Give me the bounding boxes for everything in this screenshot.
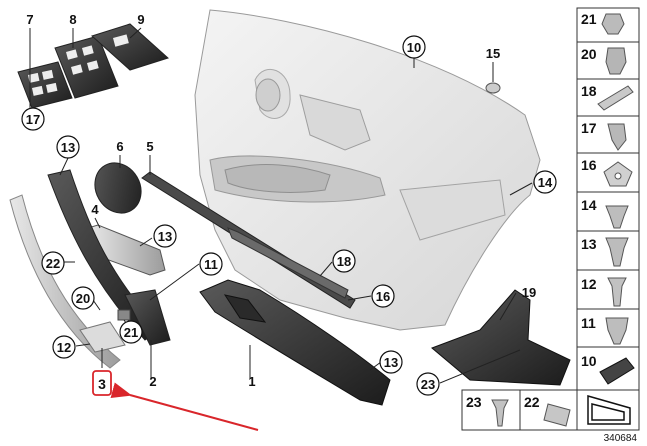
callout-21: 21 <box>119 320 143 344</box>
callout-16: 16 <box>371 284 395 308</box>
callout-label: 18 <box>337 254 351 269</box>
clip-icon-11 <box>605 317 629 345</box>
legend-num-16: 16 <box>581 157 597 173</box>
callout-label: 23 <box>421 377 435 392</box>
callout-13-mid: 13 <box>153 224 177 248</box>
callout-19: 19 <box>522 285 536 300</box>
legend-panel <box>461 7 640 431</box>
legend-num-18: 18 <box>581 83 597 99</box>
callout-label: 20 <box>76 291 90 306</box>
callout-11: 11 <box>199 252 223 276</box>
screw-icon-23 <box>491 399 509 427</box>
legend-num-17: 17 <box>581 120 597 136</box>
switch-bezel-9 <box>91 23 169 71</box>
callout-label: 13 <box>384 355 398 370</box>
callout-label: 13 <box>61 140 75 155</box>
legend-cell-12 <box>576 269 640 310</box>
callout-label: 16 <box>376 289 390 304</box>
callout-23: 23 <box>416 372 440 396</box>
clip-icon-18 <box>597 85 634 111</box>
legend-num-20: 20 <box>581 46 597 62</box>
clip-21 <box>117 309 131 321</box>
clip-icon-17 <box>607 123 627 151</box>
legend-cell-23 <box>461 389 521 431</box>
part-number: 340684 <box>604 433 638 444</box>
callout-3-highlight-box <box>92 370 112 396</box>
legend-num-23: 23 <box>466 394 482 410</box>
symbol-icon <box>587 395 631 425</box>
legend-icons <box>491 13 635 427</box>
leader-lines <box>29 27 533 384</box>
clip-icon-22 <box>543 403 571 427</box>
callout-5: 5 <box>146 139 153 154</box>
clip-icon-21 <box>601 13 625 35</box>
callout-8: 8 <box>69 12 76 27</box>
switch-bezel-8 <box>54 35 119 99</box>
highlight-arrow <box>110 382 259 431</box>
callout-2: 2 <box>149 374 156 389</box>
callout-6: 6 <box>116 139 123 154</box>
callout-12: 12 <box>52 335 76 359</box>
callout-label: 17 <box>26 112 40 127</box>
callout-18: 18 <box>332 249 356 273</box>
callout-14: 14 <box>533 170 557 194</box>
clip-icon-20 <box>605 47 627 75</box>
callout-1: 1 <box>248 374 255 389</box>
legend-cell-17 <box>576 115 640 154</box>
switch-bezel-7 <box>17 61 73 109</box>
legend-num-14: 14 <box>581 197 597 213</box>
clip-icon-14 <box>605 205 629 229</box>
callout-20: 20 <box>71 286 95 310</box>
callout-label: 14 <box>538 175 553 190</box>
callout-10: 10 <box>402 35 426 59</box>
screw-icon-12 <box>607 277 627 307</box>
screw-icon-13 <box>605 237 629 267</box>
legend-num-10: 10 <box>581 353 597 369</box>
mounting-bracket-19 <box>431 289 571 386</box>
door-panel <box>194 9 541 331</box>
callout-label: 10 <box>407 40 421 55</box>
legend-num-21: 21 <box>581 11 597 27</box>
clip-icon-10 <box>599 357 635 385</box>
callout-17: 17 <box>21 107 45 131</box>
callout-13-top: 13 <box>56 135 80 159</box>
callout-22: 22 <box>41 251 65 275</box>
legend-num-13: 13 <box>581 236 597 252</box>
callout-label: 11 <box>204 257 218 272</box>
callout-3: 3 <box>98 376 106 392</box>
callout-label: 21 <box>124 325 138 340</box>
callout-label: 12 <box>57 340 71 355</box>
window-switch-12 <box>79 321 126 353</box>
bracket-18 <box>227 227 349 299</box>
legend-num-22: 22 <box>524 394 540 410</box>
trim-20 <box>9 194 121 369</box>
clip-15 <box>485 82 501 94</box>
callout-9: 9 <box>137 12 144 27</box>
legend-num-12: 12 <box>581 276 597 292</box>
callout-15: 15 <box>486 46 500 61</box>
legend-num-11: 11 <box>581 315 596 331</box>
callout-label: 13 <box>158 229 172 244</box>
callout-13-bottom: 13 <box>379 350 403 374</box>
callout-7: 7 <box>26 12 33 27</box>
callout-4: 4 <box>91 202 99 217</box>
speaker-cover <box>94 162 142 214</box>
callout-label: 22 <box>46 256 60 271</box>
